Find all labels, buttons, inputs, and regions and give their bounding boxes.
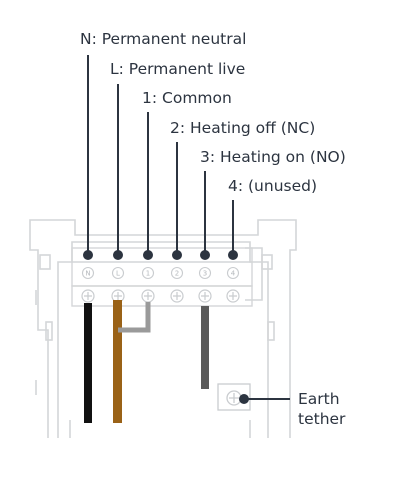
wire-heating-on [201, 306, 209, 389]
terminal-circle [81, 266, 95, 280]
wires [84, 300, 209, 423]
terminal-label: 4 [231, 270, 236, 278]
screw-row [81, 289, 240, 303]
earth-label-line1: Earth [298, 390, 340, 408]
leader-dot-unused [228, 250, 238, 260]
terminal-circle [170, 266, 184, 280]
terminal-label: N [85, 270, 90, 278]
label-heating-off: 2: Heating off (NC) [170, 119, 315, 137]
terminal-block [71, 247, 253, 307]
terminal-circle [226, 266, 240, 280]
backplate-outline [29, 219, 297, 438]
leader-dot-neutral [83, 250, 93, 260]
terminal-label: L [116, 270, 120, 278]
earth-leader-dot [239, 394, 249, 404]
leader-dot-common [143, 250, 153, 260]
earth-label-line2: tether [298, 410, 346, 428]
terminal-circle [111, 266, 125, 280]
leader-lines [87, 55, 234, 252]
terminal-label: 3 [203, 270, 207, 278]
leader-dots [83, 250, 238, 260]
terminal-row: N L 1 2 3 4 [81, 266, 240, 280]
terminal-circle [198, 266, 212, 280]
label-neutral: N: Permanent neutral [80, 30, 246, 48]
leader-dot-heating-on [200, 250, 210, 260]
wire-common [118, 302, 151, 333]
terminal-label: 1 [146, 270, 150, 278]
terminal-circle [141, 266, 155, 280]
label-live: L: Permanent live [110, 60, 245, 78]
wire-live [113, 300, 122, 423]
label-unused: 4: (unused) [228, 177, 317, 195]
leader-dot-live [113, 250, 123, 260]
terminal-label: 2 [175, 270, 179, 278]
label-heating-on: 3: Heating on (NO) [200, 148, 346, 166]
label-common: 1: Common [142, 89, 232, 107]
leader-dot-heating-off [172, 250, 182, 260]
wire-neutral [84, 303, 92, 423]
